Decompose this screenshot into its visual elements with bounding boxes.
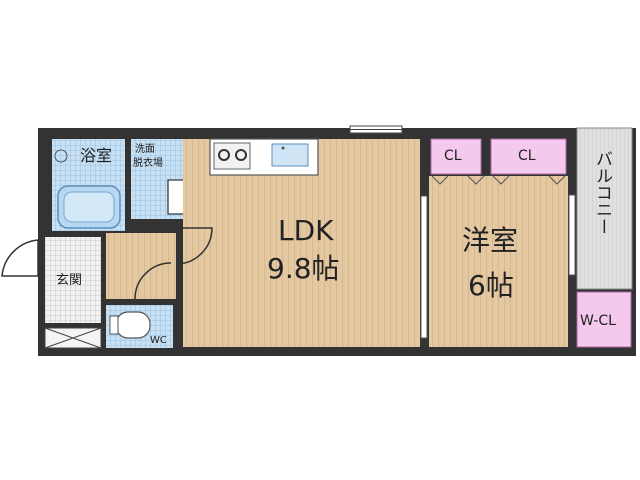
washroom-label-2: 脱衣場 — [133, 156, 163, 169]
balcony-label: バルコニー — [592, 150, 612, 235]
walkin-closet — [576, 291, 632, 348]
sliding-door-western[interactable] — [420, 195, 428, 339]
western-room-floor — [429, 176, 568, 347]
balcony-floor — [576, 127, 633, 290]
closet-left-label: CL — [444, 148, 462, 164]
toilet-icon — [115, 311, 151, 339]
closet-right-label: CL — [518, 148, 536, 164]
toilet-label: WC — [150, 335, 167, 346]
closet-right — [490, 138, 567, 175]
walkin-closet-label: W-CL — [580, 313, 616, 329]
entrance-label: 玄関 — [56, 273, 82, 288]
front-door[interactable] — [1, 239, 39, 277]
toilet-door[interactable] — [134, 262, 172, 300]
hallway-floor — [106, 233, 176, 299]
western-room-label: 洋室 — [462, 224, 518, 257]
ldk-label: LDK — [278, 214, 334, 247]
entrance-floor — [45, 237, 101, 323]
washroom-label-1: 洗面 — [135, 143, 155, 155]
western-room-size-label: 6帖 — [468, 269, 514, 302]
ldk-door[interactable] — [175, 227, 213, 265]
ldk-size-label: 9.8帖 — [267, 252, 340, 285]
closet-left — [430, 138, 482, 175]
shower-icon — [54, 149, 68, 163]
sliding-door-balcony[interactable] — [568, 194, 576, 276]
bath-label: 浴室 — [80, 146, 112, 165]
sink-icon — [271, 143, 309, 167]
